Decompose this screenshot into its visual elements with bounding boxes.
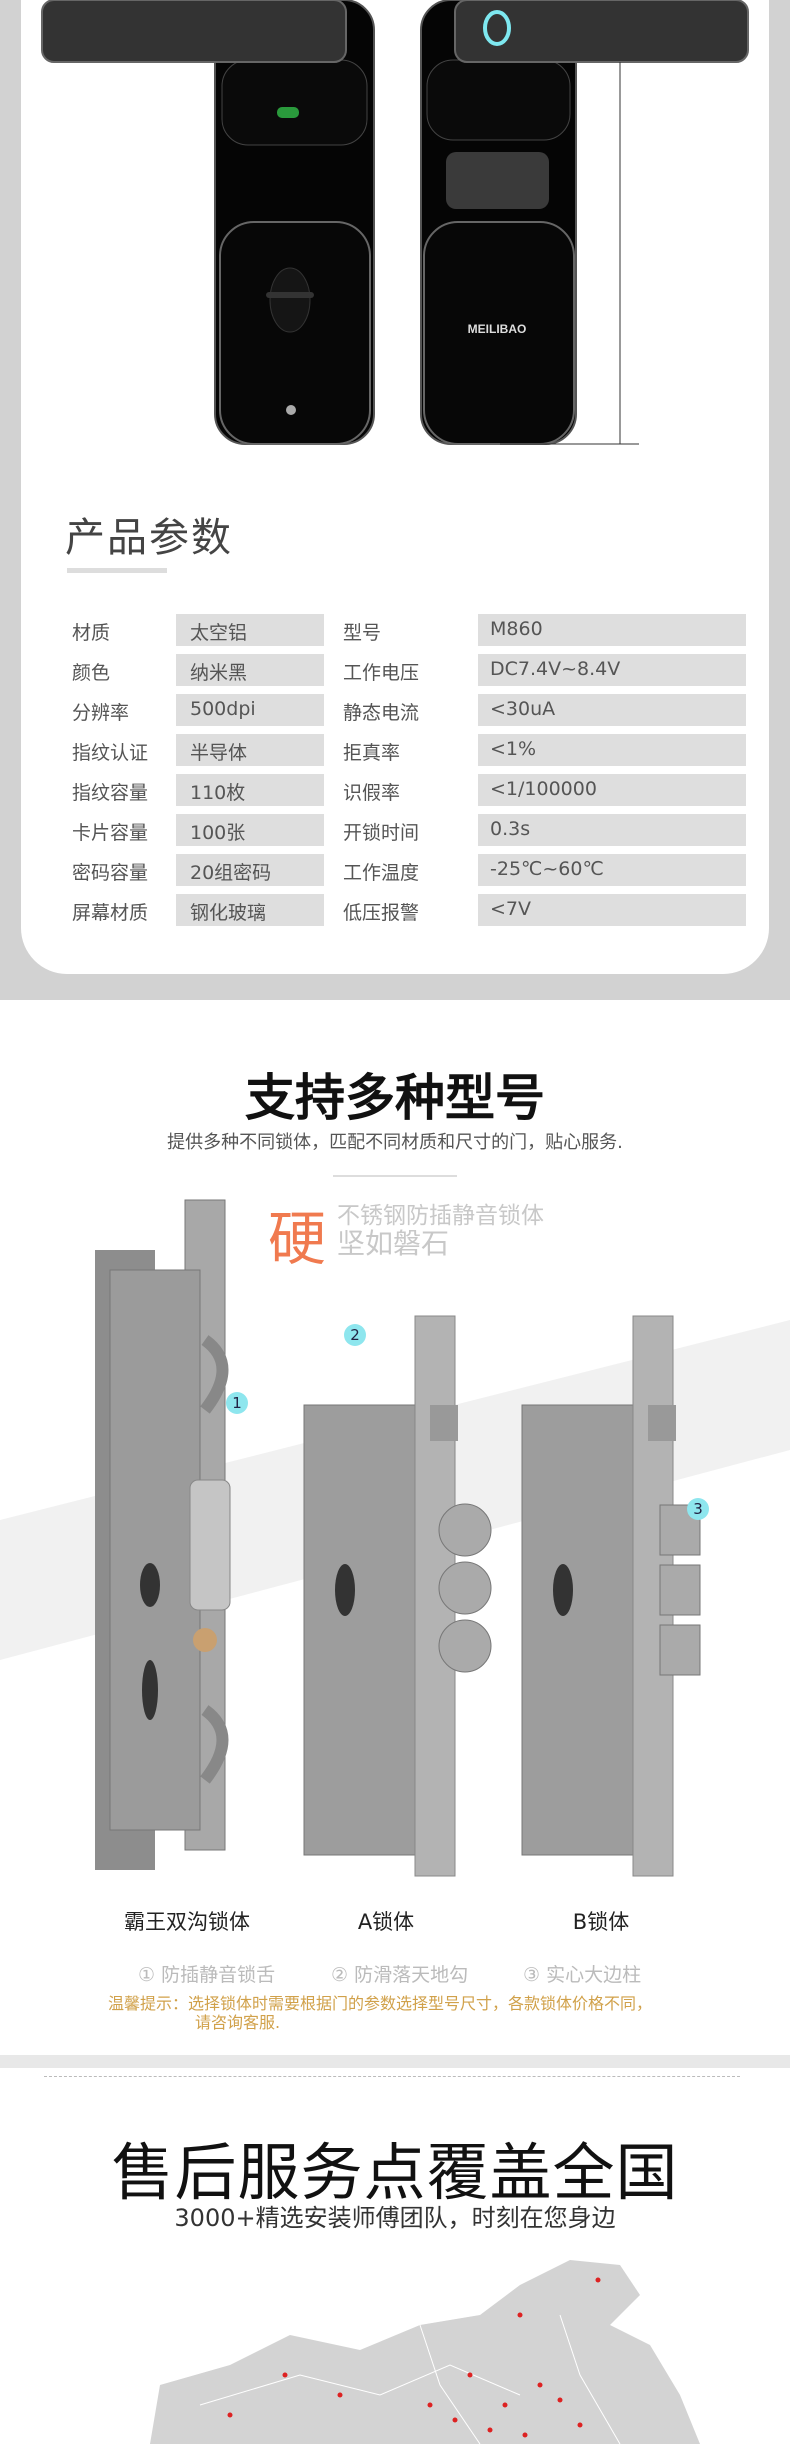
lock-body-b [521, 1315, 701, 1877]
param-label: 密码容量 [72, 862, 149, 884]
brand-logo: MEILIBAO [468, 322, 527, 336]
param-value: 0.3s [478, 814, 746, 846]
param-label: 工作电压 [343, 662, 420, 684]
badge-1: 1 [226, 1392, 248, 1414]
fingerprint-sensor-icon [483, 10, 511, 46]
param-label: 工作温度 [343, 862, 420, 884]
hard-tagline-1: 不锈钢防插静音锁体 [337, 1203, 544, 1229]
param-value: 纳米黑 [176, 654, 324, 686]
param-value: 钢化玻璃 [176, 894, 324, 926]
param-value: <1/100000 [478, 774, 746, 806]
param-value: 半导体 [176, 734, 324, 766]
table-row: 屏幕材质 钢化玻璃低压报警 <7V [0, 894, 790, 926]
service-subtitle: 3000+精选安装师傅团队，时刻在您身边 [174, 2204, 616, 2232]
param-value: 100张 [176, 814, 324, 846]
lock-bodies-image [0, 1199, 790, 1877]
param-label: 颜色 [72, 662, 111, 684]
param-value: <30uA [478, 694, 746, 726]
param-label: 拒真率 [343, 742, 401, 764]
hard-char: 硬 [268, 1205, 327, 1273]
table-row: 指纹容量 110枚识假率 <1/100000 [0, 774, 790, 806]
param-label: 指纹容量 [72, 782, 149, 804]
label-dual-hook-lock: 霸王双沟锁体 [124, 1910, 250, 1934]
hard-tagline-2: 坚如磐石 [337, 1227, 450, 1260]
param-value: M860 [478, 614, 746, 646]
param-label: 材质 [72, 622, 111, 644]
param-label: 静态电流 [343, 702, 420, 724]
service-point-markers [227, 2277, 601, 2438]
param-label: 分辨率 [72, 702, 130, 724]
param-label: 开锁时间 [343, 822, 420, 844]
param-value: <7V [478, 894, 746, 926]
param-value: 20组密码 [176, 854, 324, 886]
china-map [150, 2260, 700, 2444]
table-row: 分辨率 500dpi 静态电流 <30uA [0, 694, 790, 726]
lock-front-view: MEILIBAO [420, 0, 749, 445]
param-value: 110枚 [176, 774, 324, 806]
table-row: 颜色 纳米黑工作电压 DC7.4V~8.4V [0, 654, 790, 686]
lock-body-a [303, 1315, 492, 1877]
param-label: 指纹认证 [72, 742, 149, 764]
param-label: 卡片容量 [72, 822, 149, 844]
param-label: 型号 [343, 622, 382, 644]
param-value: 太空铝 [176, 614, 324, 646]
param-label: 识假率 [343, 782, 401, 804]
param-label: 屏幕材质 [72, 902, 149, 924]
table-row: 指纹认证 半导体拒真率 <1% [0, 734, 790, 766]
label-a-lock: A锁体 [357, 1910, 415, 1934]
tip-line-2: 请咨询客服. [195, 2013, 281, 2032]
divider [333, 1175, 457, 1177]
param-value: 500dpi [176, 694, 324, 726]
models-title: 支持多种型号 [245, 1069, 545, 1127]
badge-2: 2 [344, 1324, 366, 1346]
models-subtitle: 提供多种不同锁体，匹配不同材质和尺寸的门，贴心服务. [167, 1132, 623, 1153]
title-underline [67, 568, 167, 573]
label-b-lock: B锁体 [572, 1910, 630, 1934]
param-label: 低压报警 [343, 902, 420, 924]
feature-2: ② 防滑落天地勾 [331, 1964, 469, 1986]
param-value: <1% [478, 734, 746, 766]
table-row: 密码容量 20组密码工作温度 -25℃~60℃ [0, 854, 790, 886]
product-card [21, 0, 769, 974]
section-separator [0, 2055, 790, 2068]
param-value: DC7.4V~8.4V [478, 654, 746, 686]
param-value: -25℃~60℃ [478, 854, 746, 886]
dashed-divider [44, 2076, 740, 2077]
badge-3: 3 [687, 1498, 709, 1520]
table-row: 卡片容量 100张开锁时间 0.3s [0, 814, 790, 846]
feature-3: ③ 实心大边柱 [523, 1964, 642, 1986]
tip-line-1: 温馨提示：选择锁体时需要根据门的参数选择型号尺寸，各款锁体价格不同， [108, 1994, 653, 2013]
feature-1: ① 防插静音锁舌 [138, 1964, 276, 1986]
params-title: 产品参数 [65, 515, 233, 561]
lock-back-view [41, 0, 375, 445]
product-image: MEILIBAO [41, 0, 749, 445]
tip-text: 温馨提示：选择锁体时需要根据门的参数选择型号尺寸，各款锁体价格不同， 请咨询客服… [108, 1994, 708, 2032]
table-row: 材质 太空铝型号 M860 [0, 614, 790, 646]
lock-body-dual-hook [95, 1199, 231, 1870]
service-title: 售后服务点覆盖全国 [111, 2136, 679, 2209]
